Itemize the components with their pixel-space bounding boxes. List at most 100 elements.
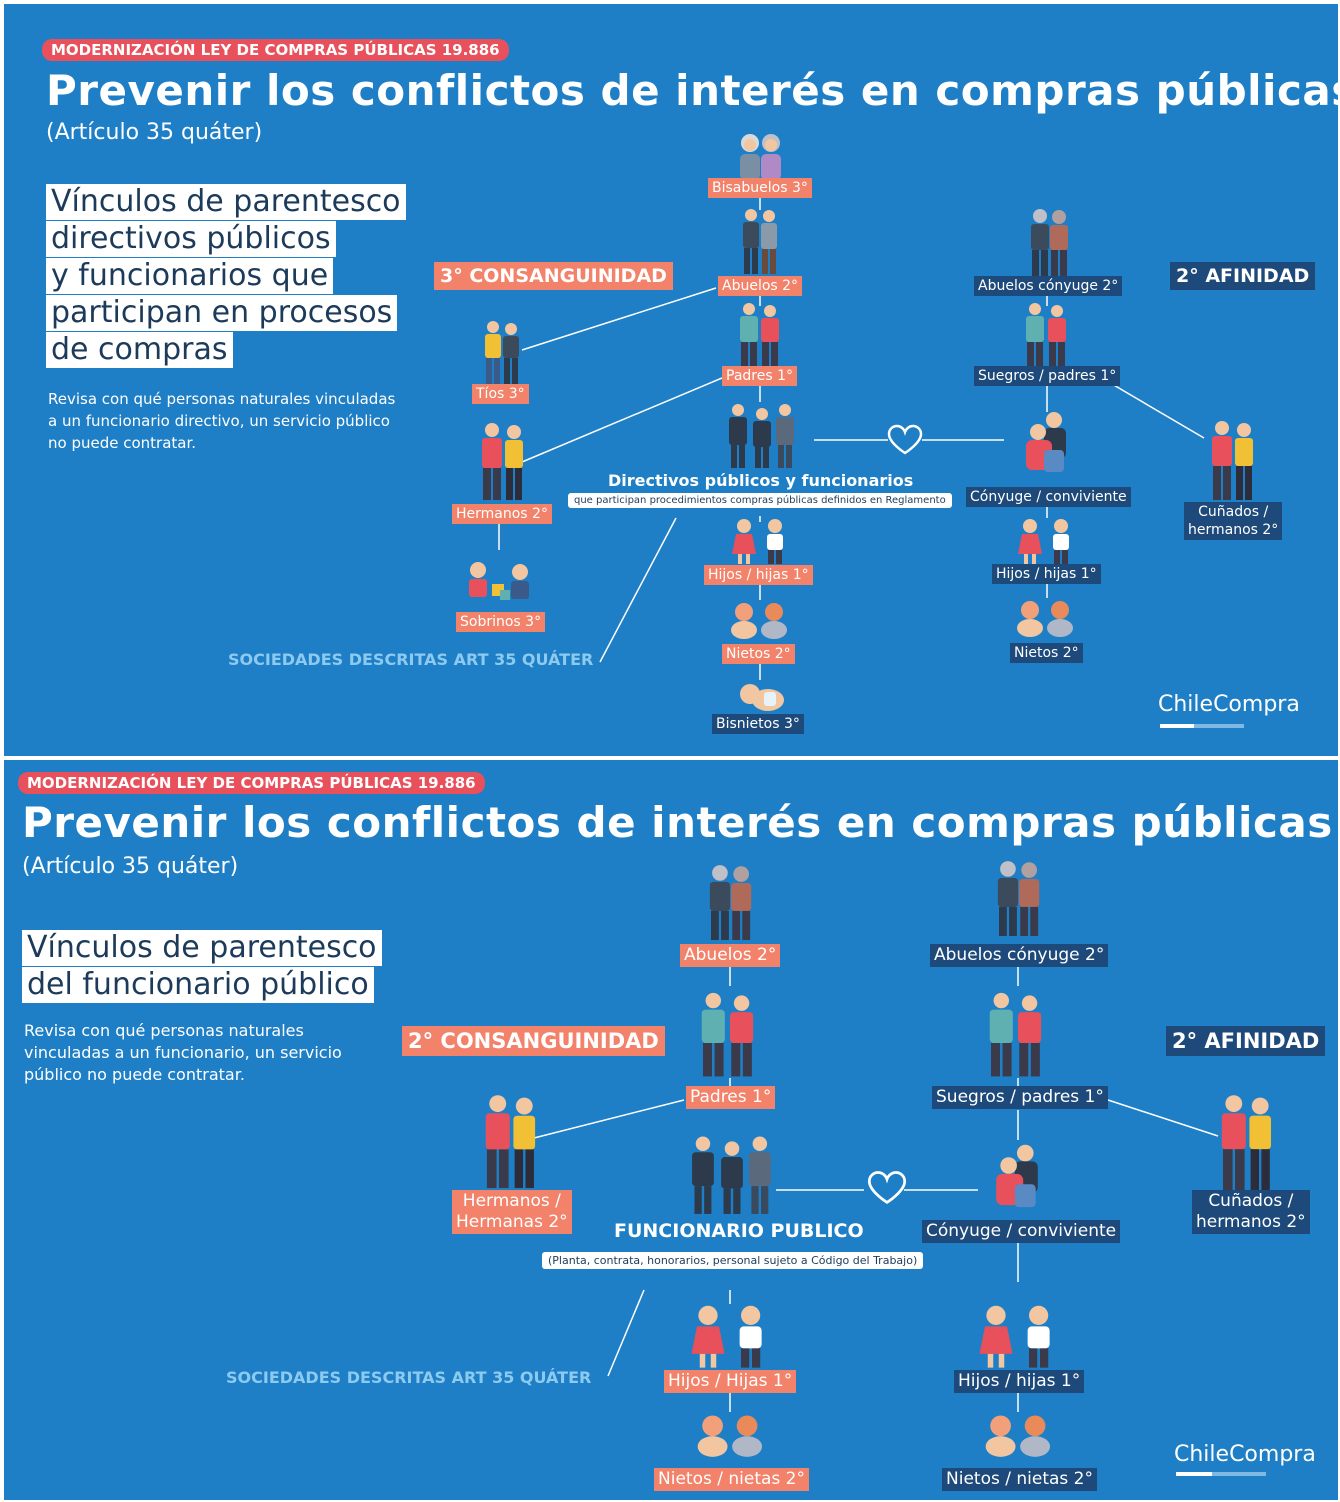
couple-icon	[743, 209, 777, 274]
babies-icon	[731, 603, 787, 639]
label-hijos-conyuge: Hijos / hijas 1°	[992, 564, 1101, 584]
label-cunados-line: Cuñados /	[1198, 504, 1269, 520]
couple-icon	[482, 423, 523, 500]
consanguinity-badge: 3° CONSANGUINIDAD	[434, 262, 673, 290]
description-line: a un funcionario directivo, un servicio …	[48, 412, 390, 430]
panel-directivos: MODERNIZACIÓN LEY DE COMPRAS PÚBLICAS 19…	[4, 4, 1338, 756]
label-padres: Padres 1°	[686, 1086, 776, 1109]
label-nietos: Nietos 2°	[722, 644, 795, 664]
heading-line: Vínculos de parentesco	[22, 930, 382, 966]
couple-icon	[1026, 303, 1066, 368]
children-icon	[732, 519, 783, 564]
label-conyuge: Cónyuge / conviviente	[966, 487, 1131, 507]
label-bisabuelos: Bisabuelos 3°	[708, 178, 812, 198]
heading-line: directivos públicos	[46, 221, 336, 257]
brand-underline	[1160, 724, 1244, 728]
label-hermanos: Hermanos / Hermanas 2°	[452, 1190, 572, 1234]
label-abuelos: Abuelos 2°	[680, 944, 781, 967]
affinity-badge: 2° AFINIDAD	[1170, 262, 1316, 290]
couple-icon	[1031, 209, 1068, 276]
description-line: Revisa con qué personas naturales vincul…	[48, 390, 396, 408]
description-line: público no puede contratar.	[24, 1065, 245, 1084]
center-note: (Planta, contrata, honorarios, personal …	[542, 1252, 924, 1269]
law-tag: MODERNIZACIÓN LEY DE COMPRAS PÚBLICAS 19…	[42, 39, 509, 61]
label-hijos: Hijos / Hijas 1°	[664, 1370, 797, 1393]
label-sobrinos: Sobrinos 3°	[456, 612, 546, 632]
article-subtitle: (Artículo 35 quáter)	[46, 120, 263, 145]
label-cunados-line: hermanos 2°	[1188, 522, 1279, 538]
center-title: Directivos públicos y funcionarios	[608, 471, 914, 490]
label-cunados: Cuñados / hermanos 2°	[1184, 502, 1283, 540]
couple-icon	[485, 321, 519, 384]
children-icon	[691, 1305, 762, 1368]
label-cunados: Cuñados / hermanos 2°	[1192, 1190, 1310, 1234]
label-hermanos-line: Hermanos /	[462, 1191, 561, 1211]
label-cunados-line: Cuñados /	[1208, 1191, 1294, 1211]
label-conyuge: Cónyuge / conviviente	[922, 1220, 1121, 1243]
label-suegros: Suegros / padres 1°	[974, 366, 1121, 386]
label-abuelos: Abuelos 2°	[718, 276, 803, 296]
babies-icon	[697, 1415, 763, 1457]
babies-icon	[985, 1415, 1051, 1457]
heading-line: del funcionario público	[22, 967, 374, 1003]
brand-logo: ChileCompra	[1174, 1442, 1316, 1467]
heart-icon	[887, 424, 923, 455]
label-hijos-conyuge: Hijos / hijas 1°	[954, 1370, 1085, 1393]
children-icon	[979, 1305, 1050, 1368]
label-padres: Padres 1°	[722, 366, 797, 386]
connector-lines	[533, 966, 1219, 1412]
label-hermanos: Hermanos 2°	[452, 504, 552, 524]
couple-icon	[1221, 1095, 1271, 1190]
couple-icon	[1212, 421, 1253, 500]
label-suegros: Suegros / padres 1°	[932, 1086, 1108, 1109]
couple-icon	[997, 861, 1040, 936]
page-title: Prevenir los conflictos de interés en co…	[22, 798, 1333, 847]
label-tios: Tíos 3°	[472, 384, 529, 404]
label-nietos: Nietos / nietas 2°	[654, 1468, 809, 1491]
couple-icon	[740, 303, 779, 368]
couple-icon	[485, 1095, 536, 1188]
label-nietos-conyuge: Nietos / nietas 2°	[942, 1468, 1097, 1491]
label-abuelos-conyuge: Abuelos cónyuge 2°	[930, 944, 1109, 967]
consanguinity-badge: 2° CONSANGUINIDAD	[402, 1026, 665, 1056]
label-hijos: Hijos / hijas 1°	[704, 565, 813, 585]
heading-block: Vínculos de parentesco directivos públic…	[46, 184, 406, 369]
heading-block: Vínculos de parentesco del funcionario p…	[22, 930, 382, 1004]
society-label: SOCIEDADES DESCRITAS ART 35 QUÁTER	[226, 1368, 592, 1387]
embrace-icon	[1026, 412, 1066, 472]
label-hermanos-line: Hermanas 2°	[456, 1212, 568, 1232]
description-line: Revisa con qué personas naturales	[24, 1021, 304, 1040]
heading-line: participan en procesos	[46, 295, 398, 331]
label-abuelos-conyuge: Abuelos cónyuge 2°	[974, 276, 1123, 296]
executives-icon	[692, 1136, 771, 1214]
center-note: que participan procedimientos compras pú…	[568, 493, 952, 508]
brand-underline	[1176, 1472, 1266, 1476]
description: Revisa con qué personas naturales vincul…	[24, 1020, 342, 1086]
babies-icon	[1017, 601, 1073, 637]
panel-funcionario: MODERNIZACIÓN LEY DE COMPRAS PÚBLICAS 19…	[4, 760, 1338, 1500]
connector-lines	[498, 198, 1205, 680]
heading-line: Vínculos de parentesco	[46, 184, 406, 220]
society-label: SOCIEDADES DESCRITAS ART 35 QUÁTER	[228, 650, 594, 669]
embrace-icon	[996, 1144, 1038, 1208]
center-title: FUNCIONARIO PUBLICO	[614, 1220, 864, 1242]
children-icon	[1018, 519, 1069, 564]
description: Revisa con qué personas naturales vincul…	[48, 388, 395, 454]
heading-line: y funcionarios que	[46, 258, 334, 294]
description-line: no puede contratar.	[48, 434, 197, 452]
children-icon	[469, 562, 529, 600]
page-title: Prevenir los conflictos de interés en co…	[46, 66, 1338, 115]
heart-icon	[867, 1171, 907, 1204]
infant-icon	[740, 684, 784, 711]
label-nietos-conyuge: Nietos 2°	[1010, 643, 1083, 663]
elderly-couple-icon	[740, 134, 781, 180]
couple-icon	[709, 865, 752, 940]
brand-logo: ChileCompra	[1158, 692, 1300, 717]
article-subtitle: (Artículo 35 quáter)	[22, 854, 239, 879]
description-line: vinculadas a un funcionario, un servicio	[24, 1043, 342, 1062]
law-tag: MODERNIZACIÓN LEY DE COMPRAS PÚBLICAS 19…	[18, 772, 485, 794]
affinity-badge: 2° AFINIDAD	[1166, 1026, 1326, 1056]
label-cunados-line: hermanos 2°	[1196, 1212, 1306, 1232]
label-bisnietos: Bisnietos 3°	[712, 714, 804, 734]
heading-line: de compras	[46, 332, 233, 368]
